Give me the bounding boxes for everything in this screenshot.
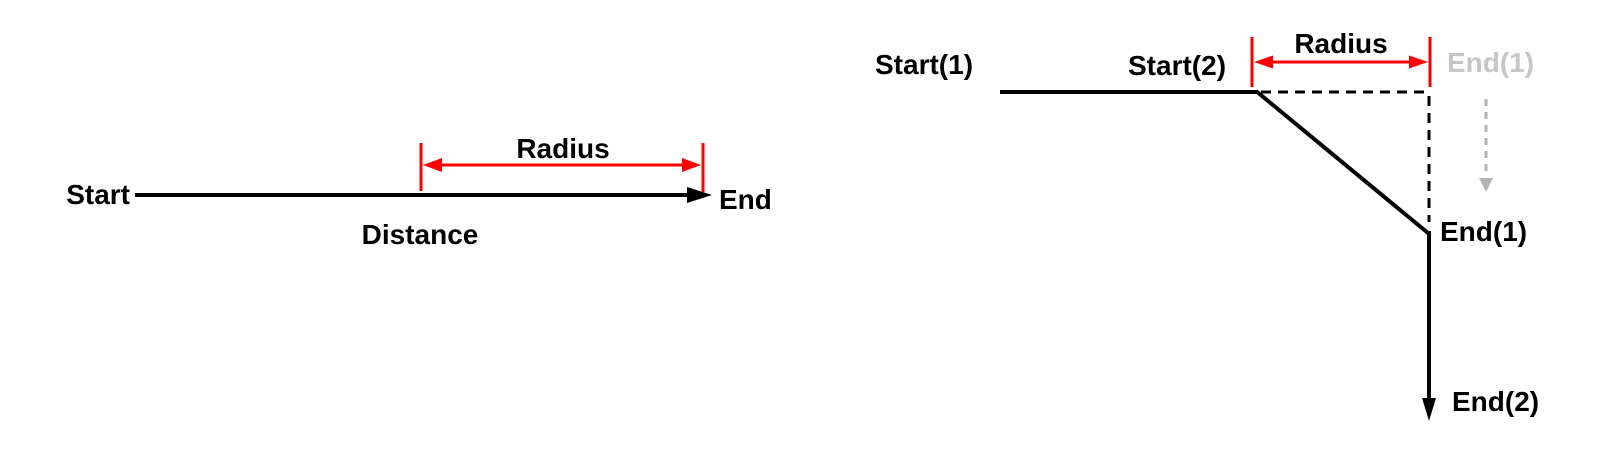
end2-label: End(2): [1452, 386, 1540, 417]
turn-radius-arrowhead-left-icon: [1254, 55, 1273, 69]
start-label: Start: [66, 179, 130, 210]
distance-diagram-lines: [135, 143, 712, 203]
turn-radius-label: Radius: [1294, 28, 1388, 59]
turn-radius-arrowhead-right-icon: [1409, 55, 1428, 69]
end-label: End: [719, 184, 772, 215]
start2-label: Start(2): [1128, 50, 1227, 81]
radius-arrowhead-right-icon: [682, 158, 701, 172]
start1-label: Start(1): [875, 49, 974, 80]
ghost-arrowhead-icon: [1479, 178, 1493, 192]
distance-label: Distance: [361, 219, 479, 250]
path-arrowhead-icon: [1422, 398, 1436, 421]
radius-label: Radius: [516, 133, 610, 164]
radius-arrowhead-left-icon: [423, 158, 442, 172]
turn-diagram-lines: [1000, 37, 1493, 421]
end1-label: End(1): [1440, 216, 1528, 247]
end1-ghost-label: End(1): [1447, 47, 1535, 78]
path-segment-diagonal: [1254, 89, 1430, 235]
distance-arrowhead-icon: [687, 187, 712, 203]
